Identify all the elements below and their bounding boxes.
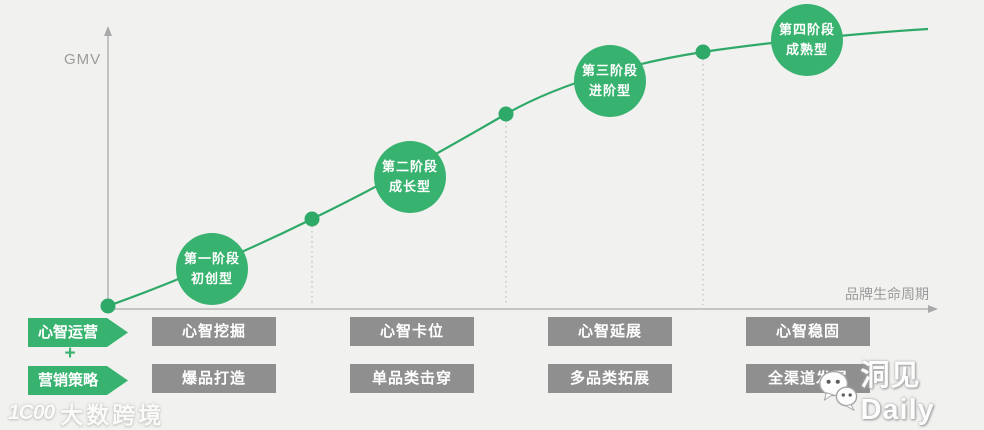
stage-circle-1-title: 第一阶段 (183, 251, 240, 266)
stage-circle-1: 第一阶段 初创型 (176, 233, 248, 305)
stage-circle-4-title: 第四阶段 (778, 22, 835, 37)
dashukuajing-logo-icon: 1C00 (8, 401, 55, 424)
stage-dot-1 (304, 211, 320, 227)
stage-circle-1-type: 初创型 (190, 271, 233, 286)
x-axis-arrow-icon (928, 305, 938, 313)
row-header-marketing-strategy-label: 营销策略 (37, 372, 98, 389)
stage-circle-3-title: 第三阶段 (581, 63, 638, 78)
watermark-dongjian-daily: 洞见Daily (818, 352, 984, 427)
stage-circle-3-type: 进阶型 (588, 83, 631, 98)
stage-circle-4-type: 成熟型 (785, 42, 828, 57)
stage-dot-2 (498, 106, 514, 122)
y-axis-label: GMV (64, 51, 102, 68)
row-header-marketing-strategy: 营销策略 (28, 366, 128, 395)
strategy-cell-mind-1: 心智挖掘 (152, 317, 276, 346)
row-header-mind-operation: 心智运营 (28, 318, 128, 347)
y-axis-arrow-icon (104, 26, 112, 36)
strategy-cell-marketing-2: 单品类击穿 (350, 364, 474, 393)
stage-circle-2-title: 第二阶段 (381, 159, 438, 174)
plus-sign: + (64, 343, 76, 364)
stage-dot-3 (695, 44, 711, 60)
watermark-dashukuajing: 1C00 大数跨境 (8, 396, 164, 430)
dongjian-daily-text: 洞见Daily (860, 360, 935, 426)
stage-circle-2: 第二阶段 成长型 (374, 141, 446, 213)
strategy-cell-mind-2: 心智卡位 (350, 317, 474, 346)
dashukuajing-logo-text: 大数跨境 (60, 402, 165, 428)
x-axis-label: 品牌生命周期 (845, 286, 929, 302)
strategy-cell-mind-4: 心智稳固 (746, 317, 870, 346)
strategy-cell-mind-3: 心智延展 (548, 317, 672, 346)
strategy-cell-marketing-1: 爆品打造 (152, 364, 276, 393)
stage-circle-4: 第四阶段 成熟型 (771, 4, 843, 76)
wechat-icon (819, 370, 858, 411)
stage-dot-origin (100, 298, 116, 314)
strategy-cell-marketing-3: 多品类拓展 (548, 364, 672, 393)
stage-circle-3: 第三阶段 进阶型 (574, 45, 646, 117)
stage-circle-2-type: 成长型 (388, 179, 431, 194)
row-header-mind-operation-label: 心智运营 (37, 324, 98, 341)
